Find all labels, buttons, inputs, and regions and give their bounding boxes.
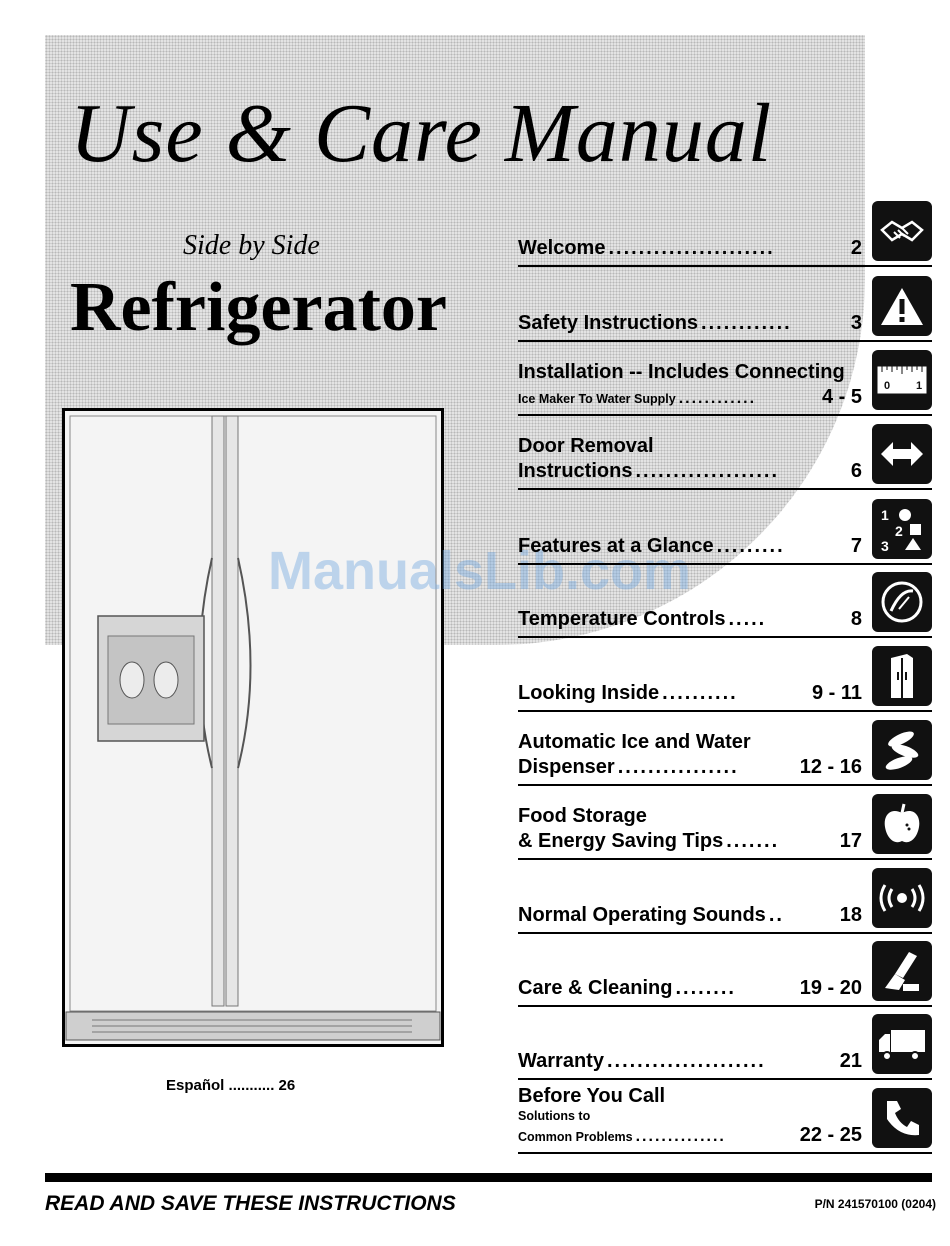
toc-page: 22 - 25 xyxy=(799,1124,862,1146)
toc-entry-care-cleaning[interactable]: Care & Cleaning........ 19 - 20 xyxy=(518,932,932,1007)
toc-page: 7 xyxy=(850,535,862,557)
espanol-page: 26 xyxy=(278,1077,296,1094)
refrigerator-illustration xyxy=(62,408,444,1047)
toc-entry-food-storage[interactable]: Food Storage & Energy Saving Tips.......… xyxy=(518,784,932,860)
watermark: ManualsLib.com xyxy=(268,541,692,601)
toc-page: 9 - 11 xyxy=(811,682,862,704)
double-arrow-icon xyxy=(872,424,932,484)
toc-page: 8 xyxy=(850,608,862,630)
toc-dots: .......... xyxy=(662,682,738,704)
svg-text:1: 1 xyxy=(881,507,889,523)
product-name: Refrigerator xyxy=(70,269,447,346)
toc-title-line2: & Energy Saving Tips xyxy=(518,830,724,852)
toc-page: 21 xyxy=(839,1050,862,1072)
toc-entry-looking-inside[interactable]: Looking Inside.......... 9 - 11 xyxy=(518,636,932,712)
toc-entry-ice-water-dispenser[interactable]: Automatic Ice and Water Dispenser.......… xyxy=(518,710,932,786)
footer-rule xyxy=(45,1173,932,1182)
toc-title: Welcome xyxy=(518,237,606,259)
toc-title-line2: Dispenser xyxy=(518,756,615,778)
toc-dots: ..................... xyxy=(606,1050,766,1072)
dial-icon xyxy=(872,572,932,632)
espanol-dots: ........... xyxy=(228,1077,275,1094)
toc-title: Looking Inside xyxy=(518,682,660,704)
toc-dots: ..... xyxy=(728,608,767,630)
sound-waves-icon xyxy=(872,868,932,928)
toc-entry-door-removal[interactable]: Door Removal Instructions...............… xyxy=(518,414,932,490)
toc-page: 19 - 20 xyxy=(799,977,862,999)
toc-title: Door Removal xyxy=(518,435,654,457)
toc-dots: .............. xyxy=(635,1128,726,1145)
toc-note-line2: Common Problems xyxy=(518,1130,633,1144)
refrigerator-icon xyxy=(872,646,932,706)
toc-page: 18 xyxy=(839,904,862,926)
toc-title: Food Storage xyxy=(518,805,647,827)
toc-title-line2: Instructions xyxy=(518,460,633,482)
toc-title: Normal Operating Sounds xyxy=(518,904,766,926)
cleaning-hand-icon xyxy=(872,941,932,1001)
toc-dots: .. xyxy=(768,904,784,926)
toc-dots: ...................... xyxy=(608,237,775,259)
toc-dots: ................ xyxy=(617,756,739,778)
toc-entry-warranty[interactable]: Warranty..................... 21 xyxy=(518,1005,932,1080)
svg-text:2: 2 xyxy=(895,523,903,539)
toc-dots: ....... xyxy=(726,830,780,852)
footer-instructions: READ AND SAVE THESE INSTRUCTIONS xyxy=(45,1192,456,1215)
toc-entry-normal-operating-sounds[interactable]: Normal Operating Sounds.. 18 xyxy=(518,858,932,934)
apple-icon xyxy=(872,794,932,854)
toc-page: 2 xyxy=(850,237,862,259)
toc-entry-installation[interactable]: Installation -- Includes Connecting Ice … xyxy=(518,340,932,416)
espanol-label: Español xyxy=(166,1077,225,1094)
toc-page: 6 xyxy=(850,460,862,482)
toc-dots: ............ xyxy=(701,312,792,334)
part-number: P/N 241570100 (0204) xyxy=(814,1197,936,1211)
toc-dots: ................... xyxy=(635,460,780,482)
toc-title: Care & Cleaning xyxy=(518,977,673,999)
toc-note: Ice Maker To Water Supply xyxy=(518,392,676,406)
toc-title: Temperature Controls xyxy=(518,608,726,630)
toc-title: Automatic Ice and Water xyxy=(518,731,751,753)
handshake-icon xyxy=(872,201,932,261)
espanol-entry[interactable]: Español ........... 26 xyxy=(166,1077,295,1094)
toc-title: Features at a Glance xyxy=(518,535,714,557)
toc-dots: ........ xyxy=(675,977,736,999)
manual-title: Use & Care Manual xyxy=(70,87,773,180)
toc-page: 17 xyxy=(839,830,862,852)
toc-title: Safety Instructions xyxy=(518,312,699,334)
toc-title: Installation -- Includes Connecting xyxy=(518,361,845,383)
svg-text:3: 3 xyxy=(881,538,889,554)
toc-dots: ......... xyxy=(716,535,785,557)
toc-page: 3 xyxy=(850,312,862,334)
warning-icon xyxy=(872,276,932,336)
leaves-icon xyxy=(872,720,932,780)
svg-text:1: 1 xyxy=(916,380,922,392)
toc-entry-temperature-controls[interactable]: Temperature Controls..... 8 xyxy=(518,563,932,638)
svg-text:0: 0 xyxy=(884,380,890,392)
toc-title: Before You Call xyxy=(518,1085,666,1107)
toc-entry-safety-instructions[interactable]: Safety Instructions............ 3 xyxy=(518,265,932,342)
toc-page: 4 - 5 xyxy=(821,386,862,408)
toc-dots: ............ xyxy=(678,390,757,407)
toc-entry-welcome[interactable]: Welcome...................... 2 xyxy=(518,193,932,267)
truck-icon xyxy=(872,1014,932,1074)
toc-title: Warranty xyxy=(518,1050,604,1072)
toc-page: 12 - 16 xyxy=(799,756,862,778)
phone-icon xyxy=(872,1088,932,1148)
toc-entry-before-you-call[interactable]: Before You Call Solutions to Common Prob… xyxy=(518,1078,932,1154)
toc-note: Solutions to xyxy=(518,1109,591,1123)
manual-subtitle: Side by Side xyxy=(183,230,320,261)
